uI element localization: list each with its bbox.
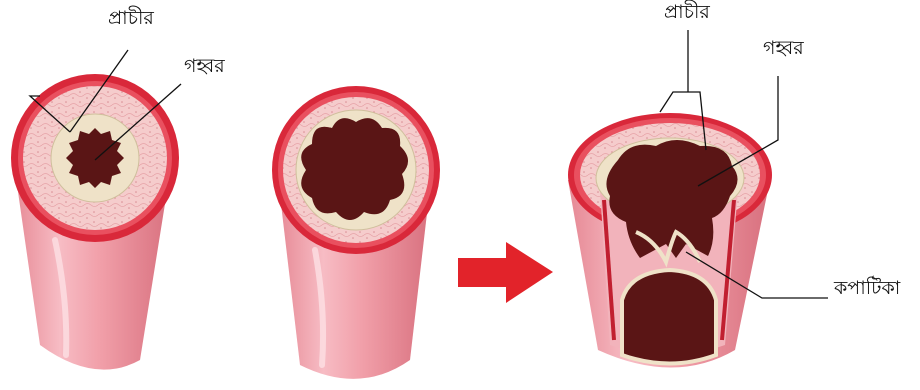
label-right-wall: প্রাচীর <box>664 0 710 23</box>
transition-arrow <box>458 242 553 303</box>
valve-vein-lower-lumen <box>622 270 716 364</box>
label-left-wall: প্রাচীর <box>108 6 154 29</box>
vein-valve-illustration <box>568 113 772 368</box>
vein-illustration <box>272 86 440 379</box>
label-left-lumen: গহ্বর <box>184 55 225 77</box>
artery-illustration <box>11 74 179 370</box>
label-right-lumen: গহ্বর <box>763 37 804 59</box>
label-valve: কপাটিকা <box>833 276 901 299</box>
